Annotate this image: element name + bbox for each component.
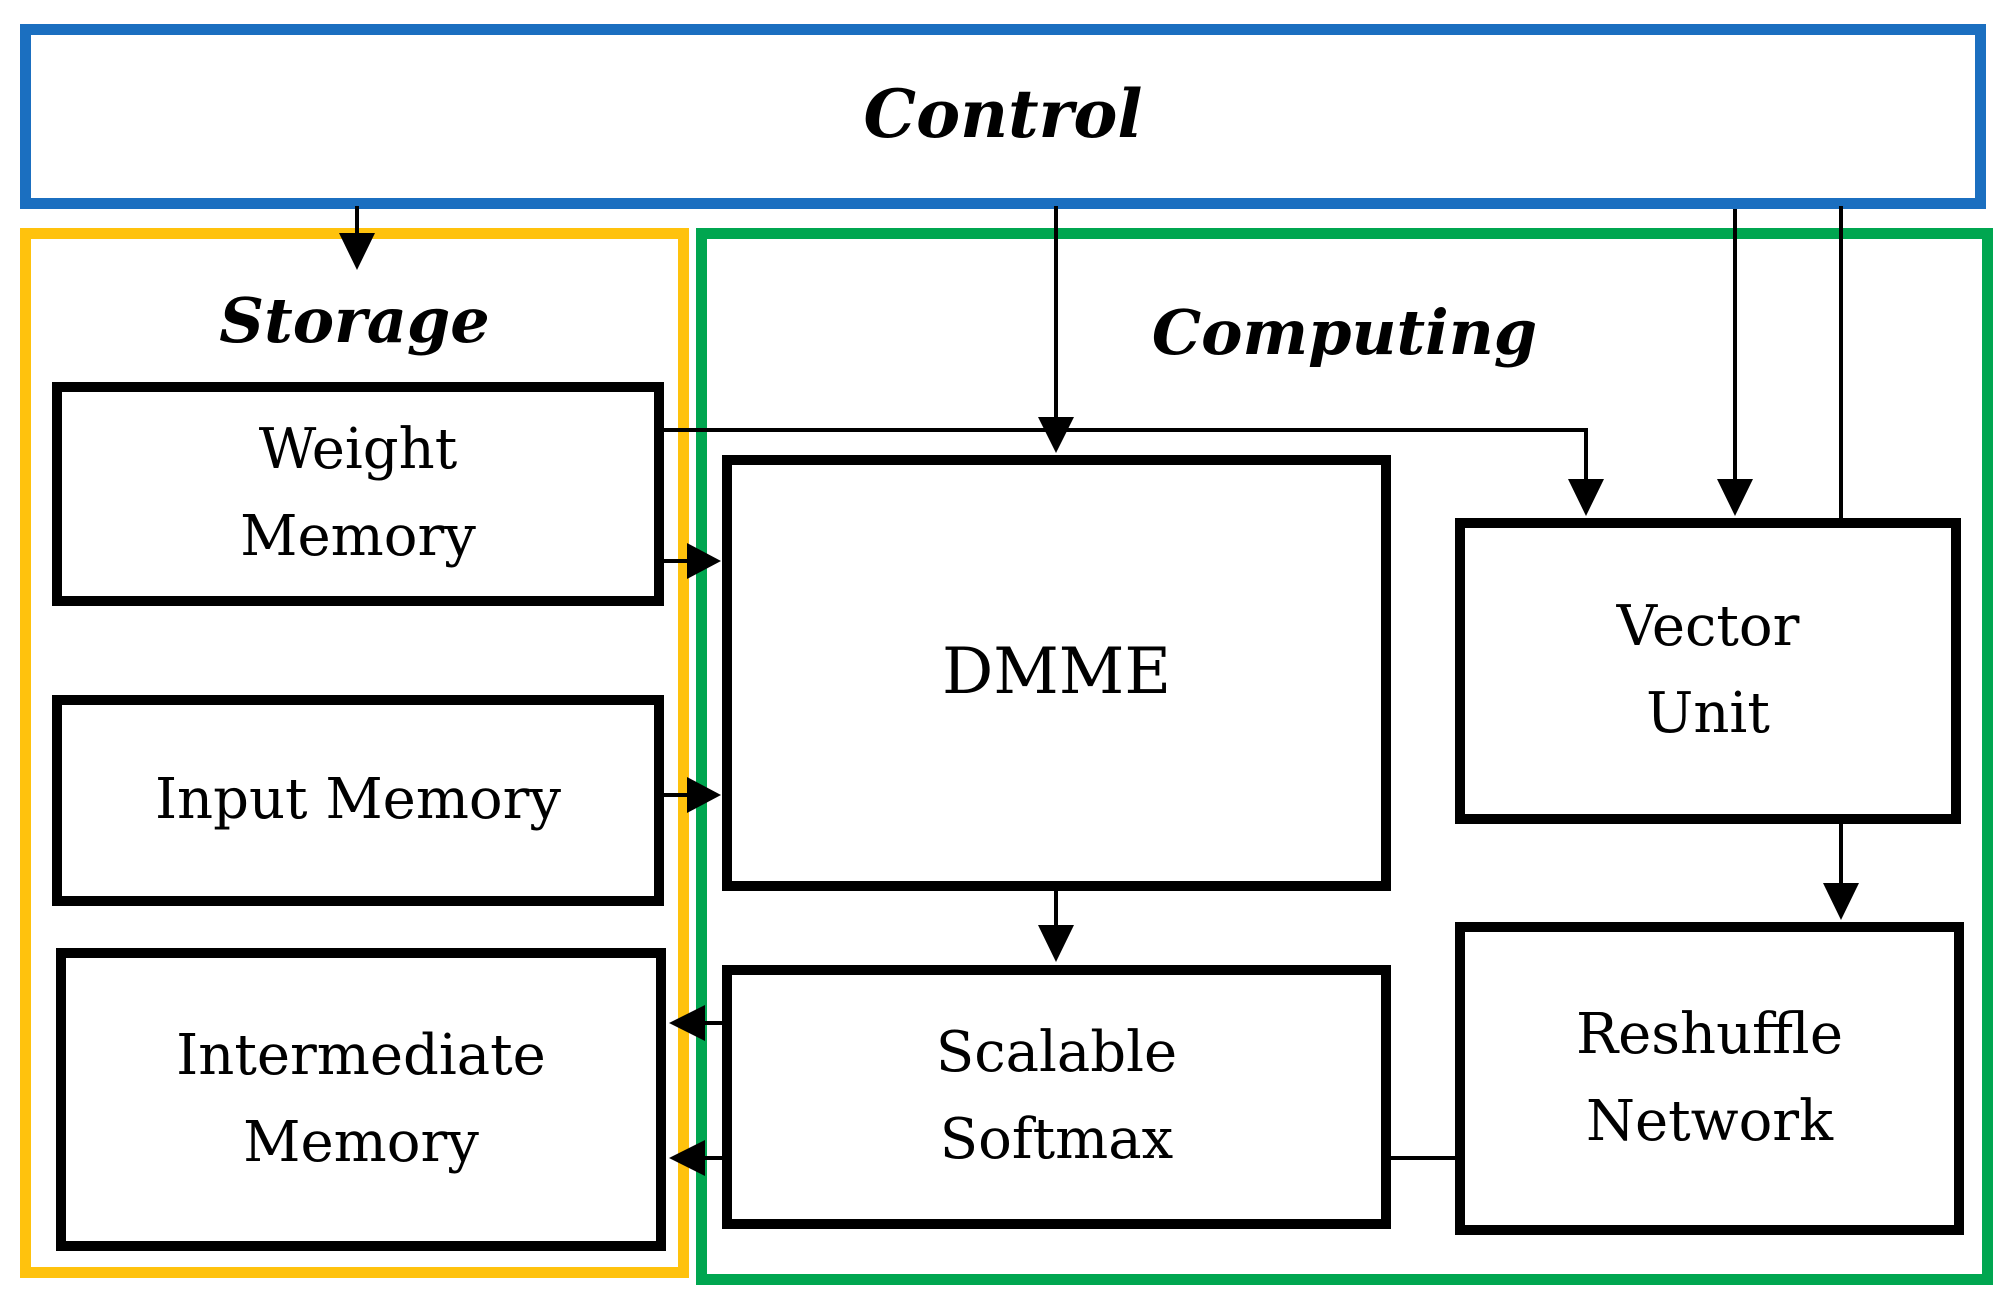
input-memory-block: Input Memory <box>52 695 664 906</box>
scalable-softmax-label-line2: Softmax <box>939 1107 1174 1172</box>
reshuffle-network-block: Reshuffle Network <box>1455 922 1964 1235</box>
scalable-softmax-block: Scalable Softmax <box>722 965 1391 1229</box>
dmme-label: DMME <box>941 635 1172 710</box>
dmme-block: DMME <box>722 455 1391 891</box>
reshuffle-network-label-line1: Reshuffle <box>1575 1001 1843 1067</box>
intermediate-memory-label-line1: Intermediate <box>176 1022 546 1088</box>
control-container: Control <box>20 24 1986 209</box>
weight-memory-block: Weight Memory <box>52 382 664 606</box>
weight-memory-label-line2: Memory <box>240 504 476 569</box>
vector-unit-block: Vector Unit <box>1455 518 1961 824</box>
intermediate-memory-block: Intermediate Memory <box>56 948 666 1251</box>
vector-unit-label-line2: Unit <box>1646 681 1770 746</box>
computing-label: Computing <box>1151 296 1538 369</box>
reshuffle-network-label-line2: Network <box>1586 1088 1833 1154</box>
control-label: Control <box>863 74 1143 153</box>
vector-unit-label-line1: Vector <box>1616 594 1800 660</box>
weight-memory-label-line1: Weight <box>258 417 458 483</box>
intermediate-memory-label-line2: Memory <box>243 1109 479 1175</box>
input-memory-label: Input Memory <box>154 767 562 833</box>
computing-container: Computing <box>696 228 1993 1285</box>
storage-label: Storage <box>219 284 490 357</box>
scalable-softmax-label-line1: Scalable <box>935 1020 1178 1086</box>
